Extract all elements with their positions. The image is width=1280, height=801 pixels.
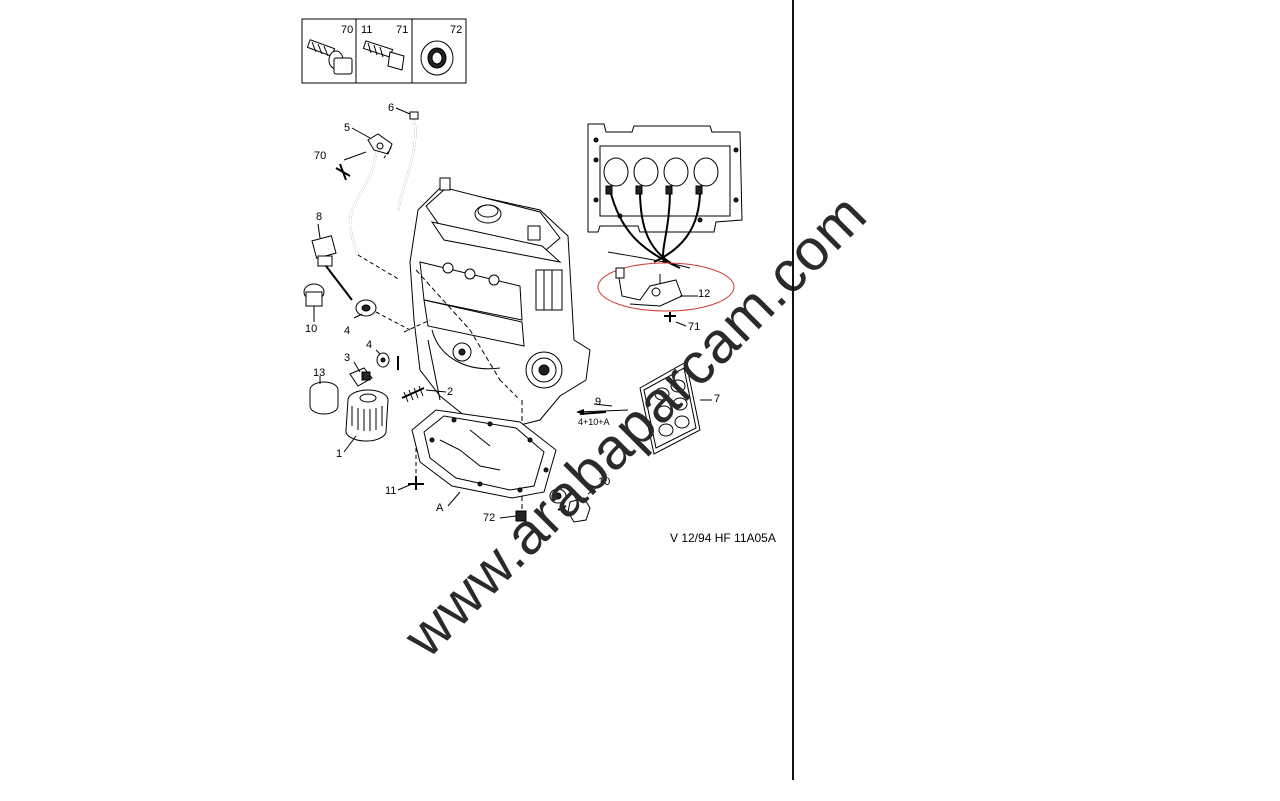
drain-plug-left <box>303 283 411 331</box>
callout-5: 5 <box>344 122 350 134</box>
reference-arrow <box>576 403 629 415</box>
callout-8: 8 <box>316 211 322 223</box>
callout-12: 12 <box>698 288 710 300</box>
oil-pressure-switch <box>311 223 353 301</box>
legend-frame <box>301 18 467 84</box>
cylinder-block-inset <box>587 123 743 269</box>
callouts: 6 5 70 8 10 4 3 4 13 2 1 11 A 72 10 9 4+… <box>305 102 720 524</box>
callout-3: 3 <box>344 352 350 364</box>
callout-10-right: 10 <box>598 476 610 488</box>
drain-plug-bottom <box>499 487 597 523</box>
washer-icon <box>420 40 454 76</box>
piston-cooling-jet <box>597 262 735 327</box>
callout-70: 70 <box>314 150 326 162</box>
legend: 70 11 71 72 <box>301 18 467 84</box>
oil-filter-parts <box>309 349 447 453</box>
legend-number: 11 <box>361 24 372 36</box>
callout-4-lower: 4 <box>366 339 372 351</box>
callout-6: 6 <box>388 102 394 114</box>
diagram-reference-code: V 12/94 HF 11A05A <box>670 531 776 545</box>
callout-71: 71 <box>688 321 700 333</box>
callout-2: 2 <box>447 386 453 398</box>
callout-9: 9 <box>595 396 601 408</box>
flange-bolt-icon <box>306 39 353 75</box>
legend-number: 72 <box>450 24 462 36</box>
gasket <box>639 361 712 455</box>
legend-number: 71 <box>396 24 408 36</box>
engine-block <box>403 177 591 510</box>
screw-icon <box>362 40 405 71</box>
callout-7: 7 <box>714 393 720 405</box>
callout-4-upper: 4 <box>344 325 350 337</box>
callout-13: 13 <box>313 367 325 379</box>
callout-1: 1 <box>336 448 342 460</box>
callout-72: 72 <box>483 512 495 524</box>
page-divider <box>792 0 794 780</box>
dipstick-assembly <box>335 111 419 281</box>
callout-9-subtext: 4+10+A <box>578 417 610 427</box>
callout-10-left: 10 <box>305 323 317 335</box>
callout-11: 11 <box>385 485 396 497</box>
oil-pan <box>397 409 557 507</box>
callout-A: A <box>436 502 444 514</box>
legend-number: 70 <box>341 24 353 36</box>
